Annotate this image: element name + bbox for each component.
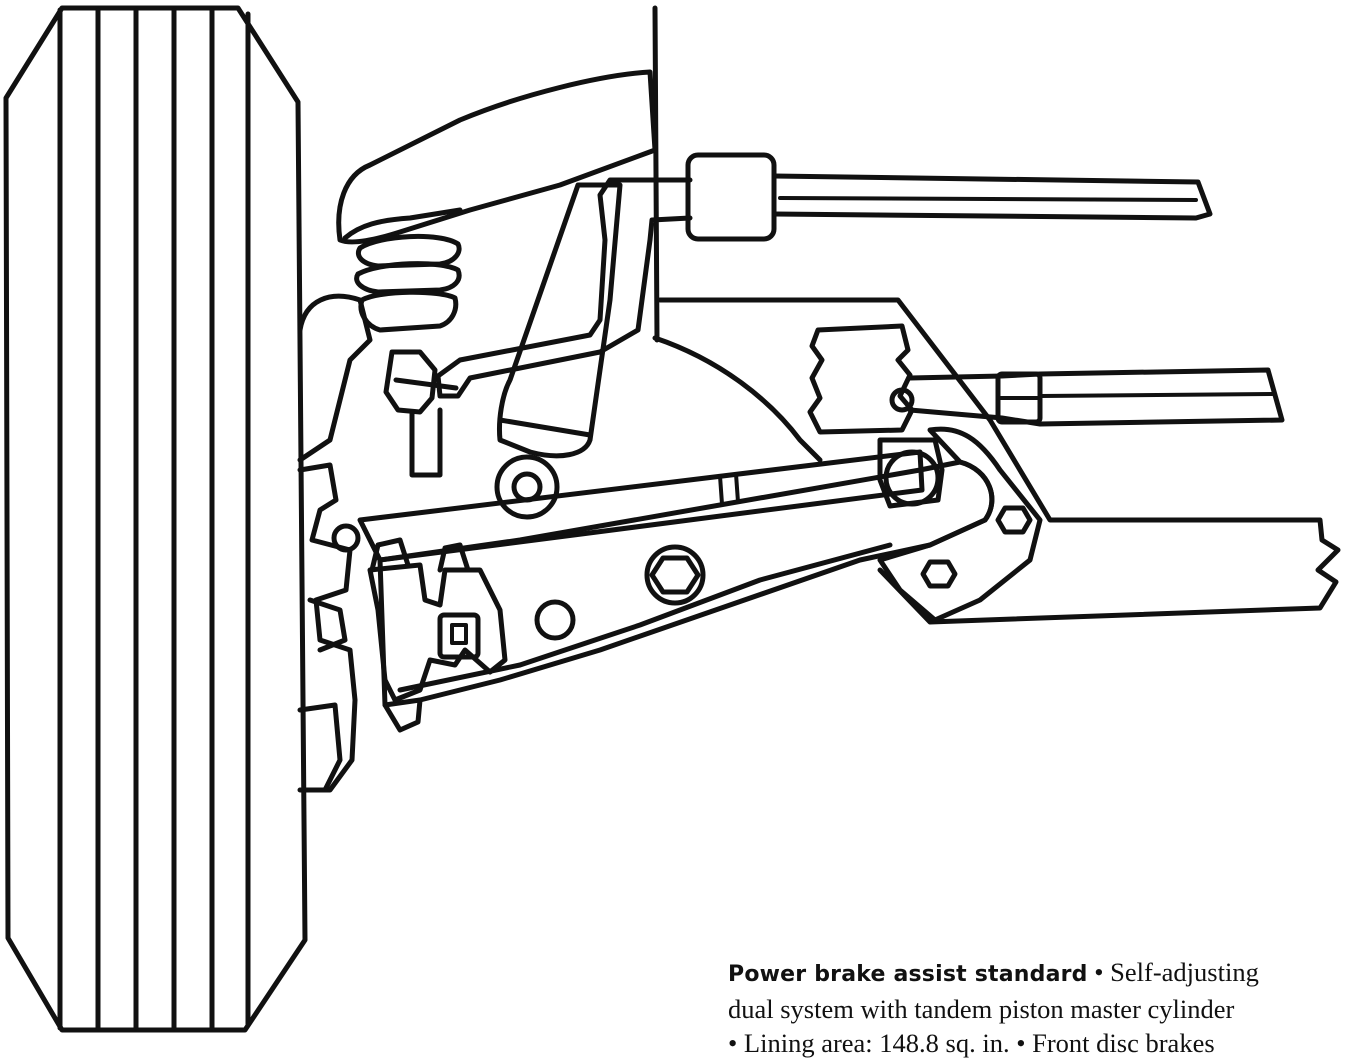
- spring-coil-3: [358, 289, 459, 333]
- upper-arm-body: [336, 69, 658, 245]
- upper-control-arm: [336, 69, 658, 245]
- tie-rod-assembly: [807, 323, 1285, 435]
- spring-coil-2: [354, 261, 462, 295]
- spring-assembly: [297, 233, 462, 463]
- front-suspension-illustration: [3, 5, 1341, 1033]
- caliper-hose-fitting: [437, 542, 471, 573]
- tire: [3, 5, 308, 1033]
- mount-bolt-1: [995, 505, 1033, 535]
- steering-knuckle-upper: [297, 293, 373, 463]
- mount-plate-outline: [877, 426, 1043, 623]
- caption-line-1-rest: • Self-adjusting: [1087, 957, 1259, 987]
- stabilizer-arm-line: [778, 196, 1198, 202]
- knuckle-lower: [297, 702, 343, 793]
- lower-arm-inner-bushing: [883, 449, 941, 507]
- link-washer: [393, 377, 459, 391]
- strut-rod-end: [877, 437, 945, 509]
- strut-rod-joint-1: [718, 474, 724, 506]
- strut-rod-joint-2: [734, 472, 740, 504]
- caption-line-3: • Lining area: 148.8 sq. in. • Front dis…: [728, 1028, 1215, 1058]
- lower-arm-pivot-bolt-nut: [649, 555, 701, 595]
- spring-coil-1: [355, 233, 462, 269]
- frame-vertical-post: [652, 5, 660, 343]
- caption-lead: Power brake assist standard: [728, 962, 1088, 987]
- frame: [652, 5, 1341, 625]
- caliper-piston-block: [437, 612, 481, 660]
- caliper-bleeder: [369, 537, 411, 573]
- stabilizer-link: [383, 349, 459, 478]
- shock-lower-mount-outer: [494, 454, 560, 520]
- caliper-housing: [297, 462, 358, 793]
- spindle-bolt: [331, 523, 361, 553]
- stabilizer-arm: [771, 173, 1213, 221]
- mount-bolt-2: [920, 559, 958, 589]
- strut-rod: [357, 387, 945, 563]
- caliper-bracket: [367, 562, 508, 703]
- upper-arm-lower-edge: [342, 207, 463, 241]
- caption-line-1: Power brake assist standard • Self-adjus…: [728, 955, 1340, 992]
- strut-rod-body: [357, 449, 925, 563]
- caliper-piston-inner: [450, 623, 468, 645]
- tie-rod-shaft-line: [1038, 392, 1274, 398]
- shock-band: [497, 417, 593, 438]
- frame-mount-plate: [877, 426, 1043, 623]
- lower-arm-hole: [534, 599, 576, 641]
- stabilizer-bar-shape: [435, 177, 693, 399]
- caption-line-2: dual system with tandem piston master cy…: [728, 994, 1235, 1024]
- steering-arm: [307, 597, 348, 653]
- lower-arm-pivot-bolt-outer: [644, 544, 706, 606]
- shock-body: [497, 182, 623, 459]
- tire-outline: [3, 5, 308, 1033]
- frame-crossmember: [657, 297, 1341, 625]
- brake-assembly: [297, 462, 508, 793]
- caption-block: Power brake assist standard • Self-adjus…: [728, 955, 1340, 1060]
- stabilizer-bushing: [685, 152, 777, 242]
- frame-bracket: [652, 335, 823, 463]
- link-upper: [383, 349, 438, 415]
- lower-control-arm: [377, 449, 995, 708]
- link-rod: [409, 407, 443, 478]
- tie-rod-boot-stack: [807, 323, 915, 435]
- lower-arm-rib: [397, 542, 893, 693]
- ball-joint-lower: [382, 697, 423, 733]
